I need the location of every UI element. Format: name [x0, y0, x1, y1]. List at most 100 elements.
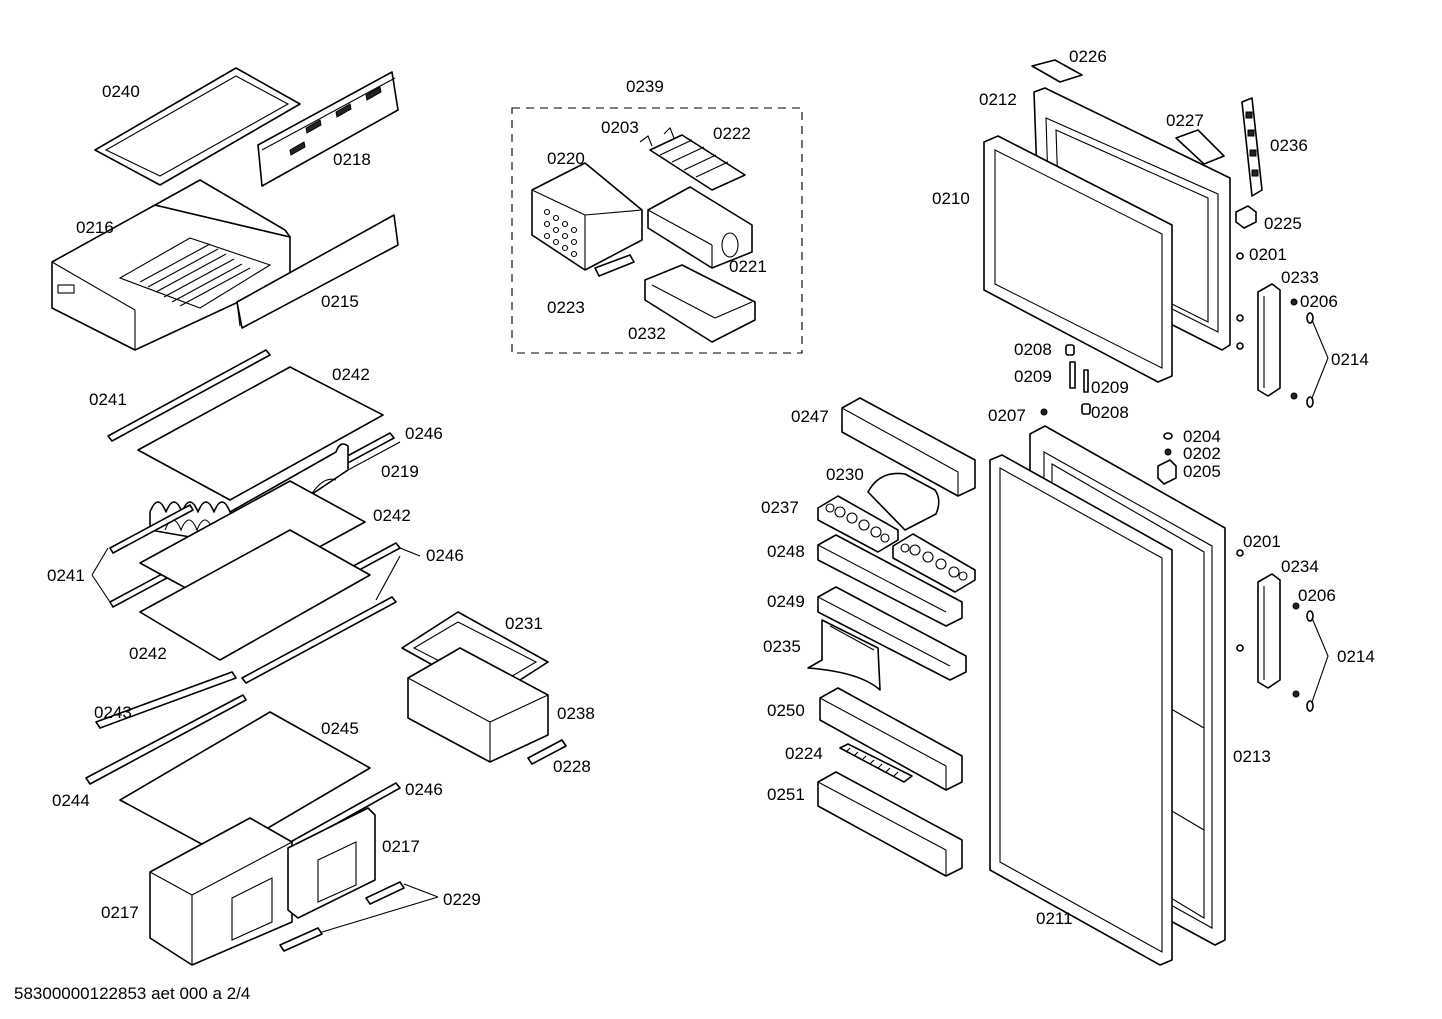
part-0208-bushing-upper	[1065, 344, 1075, 356]
label-0237: 0237	[761, 498, 799, 517]
part-0241-rail-top	[107, 349, 271, 442]
label-0240: 0240	[102, 82, 140, 101]
label-0205: 0205	[1183, 462, 1221, 481]
label-0242-mid: 0242	[373, 506, 411, 525]
part-0243-rail	[95, 671, 237, 729]
part-0205-hinge-block	[1157, 459, 1177, 485]
part-0237-egg-tray-right	[892, 533, 976, 593]
label-0242-top: 0242	[332, 365, 370, 384]
label-0216: 0216	[76, 218, 114, 237]
part-0247-bin	[841, 397, 976, 497]
label-0239: 0239	[626, 77, 664, 96]
label-0207: 0207	[988, 406, 1026, 425]
label-0219: 0219	[381, 462, 419, 481]
label-0206-upper: 0206	[1300, 292, 1338, 311]
label-0236: 0236	[1270, 136, 1308, 155]
part-0223-strip	[594, 254, 635, 277]
screws-0206-upper	[1290, 298, 1298, 400]
label-0250: 0250	[767, 701, 805, 720]
part-0226-cap	[1031, 59, 1083, 83]
part-0237-egg-tray-left	[817, 495, 899, 553]
part-0238-box	[407, 647, 549, 763]
part-0236-hinge-bracket	[1241, 97, 1263, 197]
label-0209-right: 0209	[1091, 378, 1129, 397]
label-0215: 0215	[321, 292, 359, 311]
part-0220-ice-box	[531, 162, 643, 271]
screw-0201-upper	[1236, 252, 1244, 350]
part-0214-upper-caps	[1306, 312, 1314, 408]
label-0246-mid: 0246	[426, 546, 464, 565]
label-0220: 0220	[547, 149, 585, 168]
label-0248: 0248	[767, 542, 805, 561]
label-0228: 0228	[553, 757, 591, 776]
label-0221: 0221	[729, 257, 767, 276]
part-0248-bin	[817, 534, 963, 627]
label-0209-left: 0209	[1014, 367, 1052, 386]
label-0217-left: 0217	[101, 903, 139, 922]
part-0242-glass-shelf-1	[137, 366, 384, 501]
group-0239-boundary	[511, 107, 803, 354]
leader-0214-lower	[1311, 617, 1329, 703]
part-0246-rail-3	[241, 596, 397, 684]
label-0222: 0222	[713, 124, 751, 143]
part-0251-bin	[817, 771, 963, 877]
label-0231: 0231	[505, 614, 543, 633]
part-0232-tray	[644, 264, 756, 343]
part-0242-glass-shelf-3	[139, 529, 371, 661]
label-0218: 0218	[333, 150, 371, 169]
label-0245: 0245	[321, 719, 359, 738]
part-0210-freezer-gasket	[983, 135, 1173, 383]
label-0246-top: 0246	[405, 424, 443, 443]
label-0238: 0238	[557, 704, 595, 723]
part-0229-rods	[279, 881, 405, 952]
label-0229: 0229	[443, 890, 481, 909]
label-0247: 0247	[791, 407, 829, 426]
part-0211-fridge-gasket	[989, 454, 1173, 966]
part-0240-lid	[94, 67, 301, 186]
label-0241-mid: 0241	[47, 566, 85, 585]
part-0244-rail	[85, 694, 247, 785]
part-0217-box-left	[149, 817, 293, 966]
part-0224-strip	[839, 743, 913, 783]
label-0234: 0234	[1281, 557, 1319, 576]
label-0251: 0251	[767, 785, 805, 804]
document-footer: 58300000122853 aet 000 a 2/4	[14, 984, 250, 1003]
label-0214-lower: 0214	[1337, 647, 1375, 666]
leader-lines	[91, 441, 439, 933]
part-0215-cover-strip	[236, 214, 399, 329]
part-0227-cap	[1175, 129, 1225, 165]
label-0201-lower: 0201	[1243, 532, 1281, 551]
part-0222-ice-tray	[649, 134, 746, 191]
label-0249: 0249	[767, 592, 805, 611]
label-0242-low: 0242	[129, 644, 167, 663]
label-0232: 0232	[628, 324, 666, 343]
part-0225-block	[1235, 205, 1257, 229]
screw-0201-lower	[1236, 549, 1244, 652]
part-0203-clip	[639, 127, 675, 147]
label-0202: 0202	[1183, 444, 1221, 463]
part-0208-bushing-lower	[1081, 403, 1091, 415]
part-labels: 0240 0218 0216 0215 0239 0203 0222 0220 …	[47, 47, 1375, 928]
part-0228-rod	[527, 739, 567, 765]
part-0217-box-right	[287, 807, 376, 919]
label-0206-lower: 0206	[1298, 586, 1336, 605]
label-0204: 0204	[1183, 427, 1221, 446]
part-0249-bin	[817, 586, 967, 681]
label-0241-top: 0241	[89, 390, 127, 409]
label-0227: 0227	[1166, 111, 1204, 130]
part-0209-pin	[1069, 361, 1089, 393]
part-0202-screw	[1164, 448, 1172, 456]
part-0230-cover	[867, 472, 940, 531]
label-0226: 0226	[1069, 47, 1107, 66]
label-0233: 0233	[1281, 268, 1319, 287]
label-0201-upper: 0201	[1249, 245, 1287, 264]
screws-0206-lower	[1292, 602, 1300, 698]
part-0233-handle	[1257, 283, 1281, 397]
part-0234-handle	[1257, 573, 1281, 689]
label-0225: 0225	[1264, 214, 1302, 233]
label-0212: 0212	[979, 90, 1017, 109]
part-0235-flap	[807, 619, 881, 691]
label-0243: 0243	[94, 703, 132, 722]
label-0235: 0235	[763, 637, 801, 656]
